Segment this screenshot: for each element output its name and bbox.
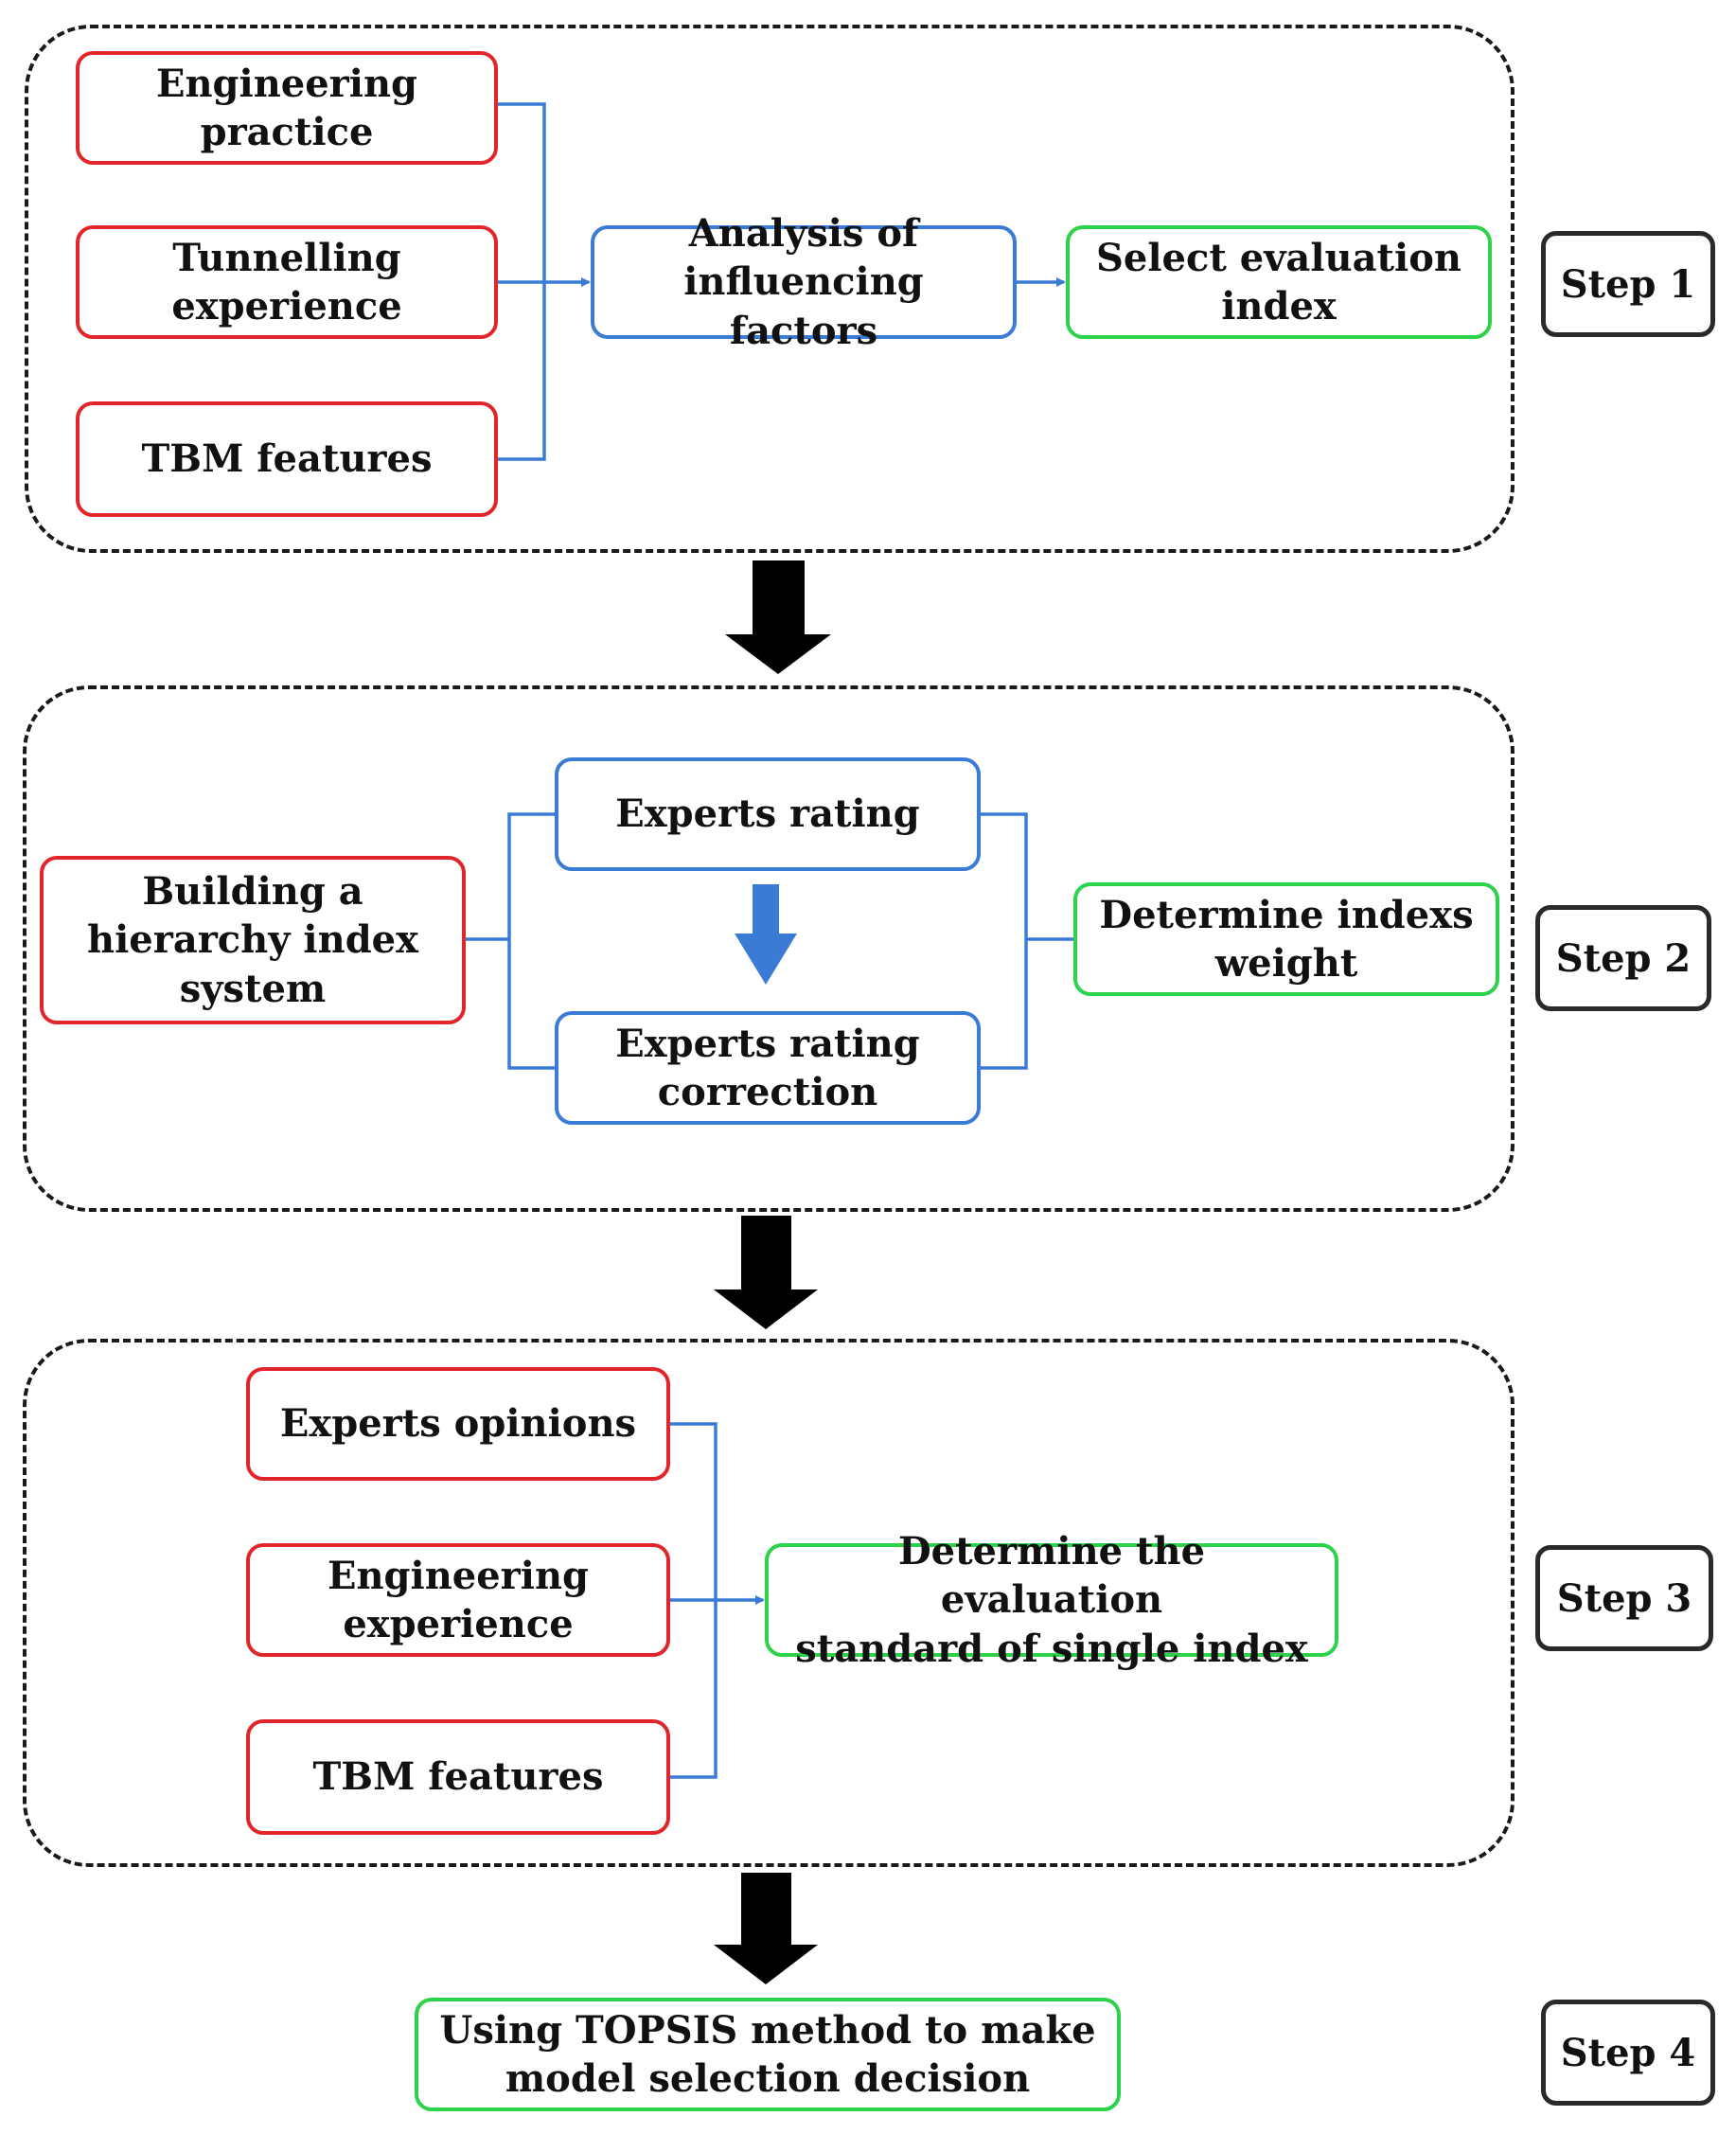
tbm-features-box-step3: TBM features [246, 1719, 670, 1835]
step2-connectors [464, 812, 1073, 1070]
step3-connectors [668, 1422, 765, 1779]
flow-arrow-step1-to-step2 [725, 560, 831, 674]
step2-left-bracket [507, 812, 557, 1070]
analysis-of-influencing-factors-box: Analysis of influencing factors [591, 211, 1017, 353]
experts-opinions-box: Experts opinions [246, 1367, 670, 1481]
engineering-experience-box: Engineering experience [246, 1543, 670, 1657]
step1-label: Step 1 [1541, 231, 1715, 337]
flow-arrow-step3-to-step4 [714, 1873, 818, 1984]
step3-label: Step 3 [1535, 1545, 1713, 1651]
flow-arrow-step2-to-step3 [714, 1216, 818, 1329]
step1-connectors [496, 102, 1066, 461]
tbm-features-box-step1: TBM features [76, 401, 498, 517]
topsis-decision-box: Using TOPSIS method to make model select… [415, 1998, 1121, 2111]
experts-rating-correction-box: Experts rating correction [555, 1011, 981, 1125]
step2-right-bracket [979, 812, 1028, 1070]
step1-frame [25, 25, 1515, 553]
step2-inner-down-arrow [735, 884, 797, 985]
step2-frame [23, 685, 1515, 1212]
experts-rating-box: Experts rating [555, 757, 981, 871]
tunnelling-experience-box: Tunnelling experience [76, 225, 498, 339]
engineering-practice-box: Engineering practice [76, 51, 498, 165]
step2-label: Step 2 [1535, 905, 1711, 1011]
step4-label: Step 4 [1541, 2000, 1715, 2106]
building-hierarchy-index-system-box: Building a hierarchy index system [40, 856, 466, 1024]
determine-evaluation-standard-box: Determine the evaluation standard of sin… [765, 1529, 1338, 1671]
select-evaluation-index-box: Select evaluation index [1066, 225, 1492, 339]
determine-indexs-weight-box: Determine indexs weight [1073, 882, 1499, 996]
step3-frame [23, 1339, 1515, 1867]
